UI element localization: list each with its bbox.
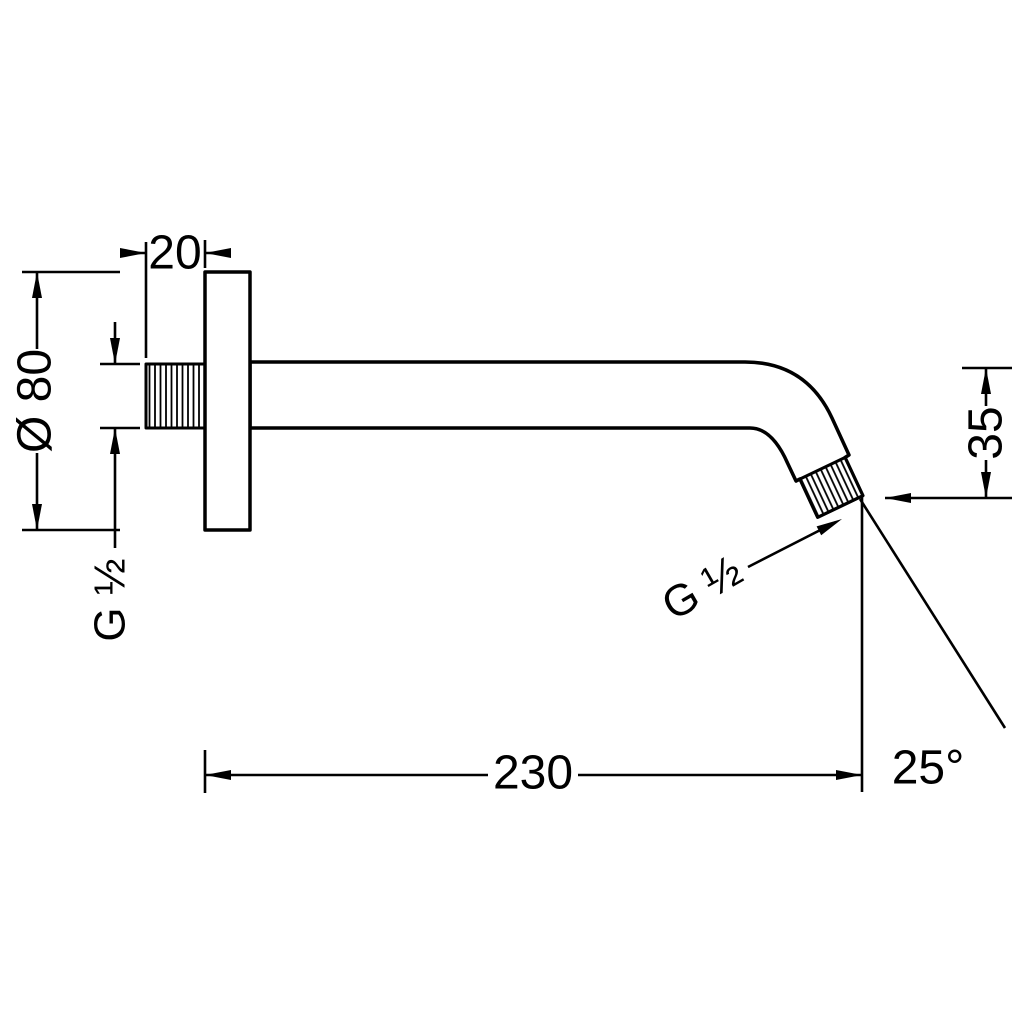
dim-arm-length: 230: [203, 496, 864, 800]
arrowhead-icon: [205, 248, 231, 258]
dim-label-arm-length: 230: [493, 747, 573, 800]
dim-plate-diameter: Ø 80: [9, 270, 120, 532]
angle-reference-line: [858, 498, 1007, 729]
label-outlet-thread: G ½: [654, 546, 751, 630]
arrowhead-icon: [110, 428, 120, 454]
outlet-thread: [798, 456, 865, 519]
wall-thread-nipple: [144, 362, 207, 430]
arrowhead-icon: [836, 770, 862, 780]
label-wall-thread: G ½: [86, 558, 135, 641]
dim-label-plate-diameter: Ø 80: [9, 349, 62, 453]
dim-outlet-angle: 25°: [858, 498, 1007, 795]
arrowhead-icon: [32, 272, 42, 298]
arrowhead-icon: [205, 770, 231, 780]
arrowhead-icon: [981, 368, 991, 394]
dim-drop-height: 35: [885, 366, 1013, 503]
label-outlet-thread-group: G ½: [654, 519, 842, 630]
arrowhead-icon: [110, 338, 120, 364]
dim-wall-thread: G ½: [86, 322, 140, 642]
arrowhead-icon: [32, 504, 42, 530]
arrowhead-icon: [885, 493, 911, 503]
arrowhead-icon: [981, 472, 991, 498]
dim-label-outlet-angle: 25°: [892, 742, 965, 795]
dim-label-drop-height: 35: [960, 406, 1013, 459]
part-geometry: [144, 270, 865, 532]
dim-plate-offset: 20: [120, 227, 231, 358]
dim-label-plate-offset: 20: [148, 227, 201, 280]
arrowhead-icon: [120, 248, 146, 258]
arrowhead-icon: [816, 519, 842, 536]
shower-arm-body: [248, 360, 865, 519]
wall-plate: [203, 270, 252, 532]
